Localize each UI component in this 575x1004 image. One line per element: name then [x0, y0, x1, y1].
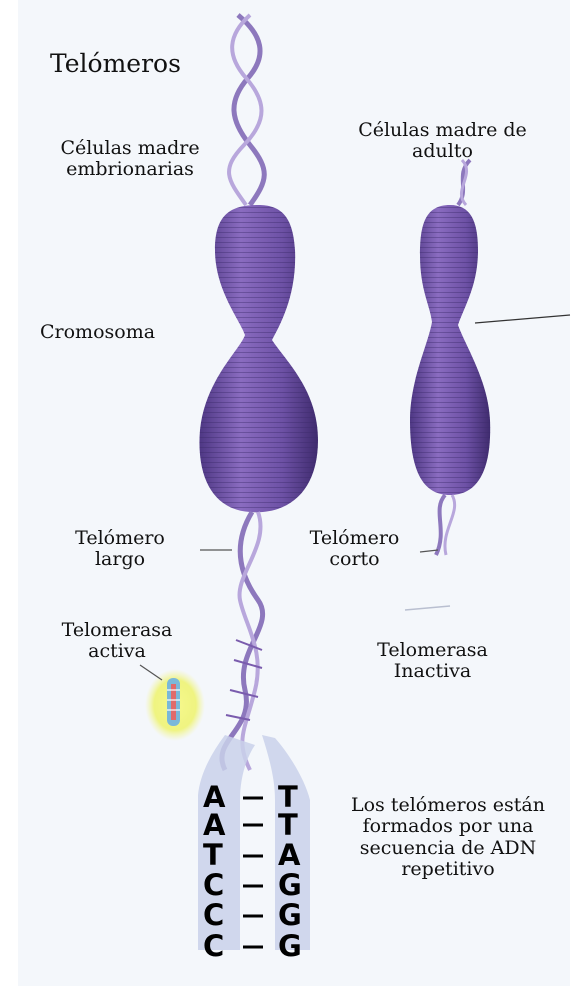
label-embryonic-stem-cells: Células madre embrionarias [35, 138, 225, 181]
label-chromosome: Cromosoma [40, 322, 155, 343]
label-description: Los telómeros están formados por una sec… [348, 795, 548, 880]
base-left-2: A [203, 811, 225, 840]
label-short-telomere: Telómero corto [287, 528, 422, 571]
chromosome-right [410, 205, 490, 495]
label-inactive-telomerase: Telomerasa Inactiva [355, 640, 510, 683]
chromosome-left [199, 205, 318, 512]
dna-helix-long [222, 512, 263, 770]
label-active-telomerase: Telomerasa activa [32, 620, 202, 663]
label-adult-stem-cells: Células madre de adulto [355, 120, 530, 163]
base-right-2: T [278, 811, 298, 840]
base-left-4: C [203, 871, 224, 900]
telomerase-active-icon [140, 665, 205, 741]
diagram-title: Telómeros [50, 50, 181, 78]
label-long-telomere: Telómero largo [50, 528, 190, 571]
dna-helix-top [229, 15, 264, 205]
dna-helix-short [436, 495, 455, 555]
faint-mark [405, 606, 450, 610]
base-pair-dashes [243, 798, 263, 947]
base-right-3: A [278, 841, 300, 870]
base-right-4: G [278, 871, 302, 900]
base-right-5: G [278, 901, 302, 930]
base-left-5: C [203, 901, 224, 930]
base-left-6: C [203, 932, 224, 961]
dna-helix-right-top [458, 160, 470, 205]
base-right-6: G [278, 932, 302, 961]
base-left-3: T [203, 841, 223, 870]
pointer-line-right [475, 315, 570, 323]
